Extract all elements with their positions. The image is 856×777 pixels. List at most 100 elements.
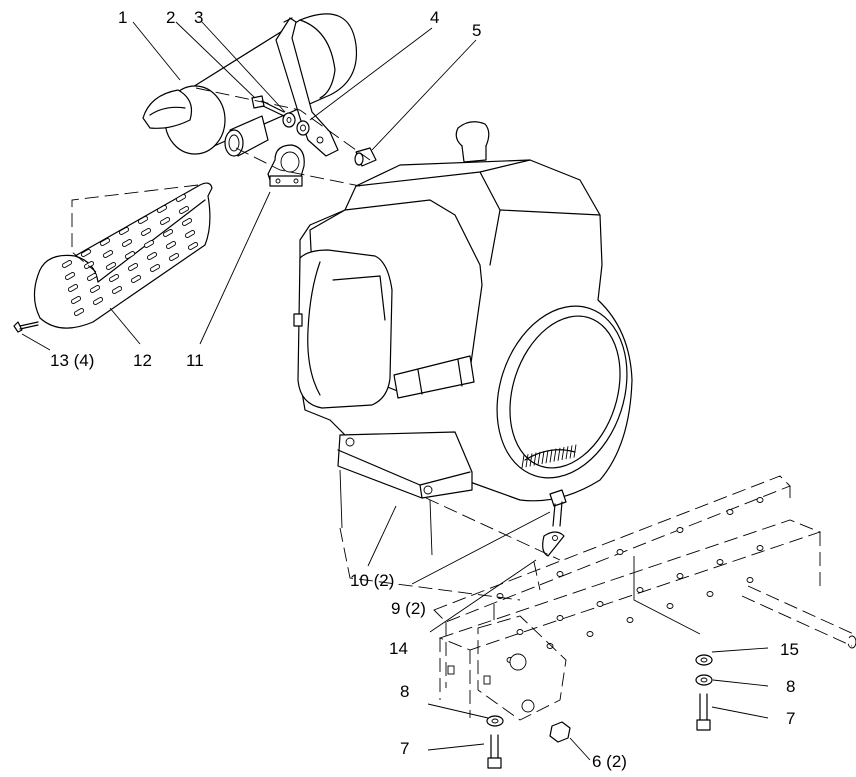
heat-shield-slot xyxy=(143,240,155,248)
bolt-9 xyxy=(549,489,567,527)
rail-hole xyxy=(586,631,594,637)
rail-hole xyxy=(546,643,554,649)
heat-shield-slot xyxy=(137,216,149,224)
alignment-lines xyxy=(71,87,701,635)
washer-8-right xyxy=(695,674,713,686)
callout-1: 1 xyxy=(118,8,127,27)
heat-shield-slot xyxy=(178,206,190,214)
callout-9: 9 (2) xyxy=(391,599,426,618)
callout-8-right: 8 xyxy=(786,677,795,696)
heat-shield-slot xyxy=(118,227,130,235)
heat-shield-slot xyxy=(162,229,174,237)
callout-12: 12 xyxy=(133,351,152,370)
flywheel-screen-tick xyxy=(525,454,529,468)
callout-labels: 1 2 3 4 5 11 12 13 (4) 10 (2) 9 (2) 14 1… xyxy=(50,8,799,771)
heat-shield-slot xyxy=(140,228,152,236)
rail-hole xyxy=(756,497,764,503)
rail-hole xyxy=(516,629,524,635)
callout-2: 2 xyxy=(166,8,175,27)
heat-shield-slot xyxy=(159,217,171,225)
rail-hole xyxy=(636,587,644,593)
bolt-7-right xyxy=(696,693,711,731)
callout-3: 3 xyxy=(194,8,203,27)
callout-8-left: 8 xyxy=(400,682,409,701)
heat-shield-slot xyxy=(108,274,120,282)
rear-axle xyxy=(741,585,856,649)
muffler-clamp xyxy=(267,144,305,187)
callout-7-left: 7 xyxy=(400,739,409,758)
callout-7-right: 7 xyxy=(786,709,795,728)
screw-13 xyxy=(13,321,39,333)
washer-15 xyxy=(695,654,713,666)
rail-hole xyxy=(676,573,684,579)
rail-hole xyxy=(756,545,764,551)
heat-shield-slot xyxy=(156,205,168,213)
callout-14: 14 xyxy=(389,639,408,658)
heat-shield-slot xyxy=(70,296,82,304)
flywheel-screen xyxy=(521,444,577,469)
heat-shield-slots xyxy=(61,194,199,316)
heat-shield-slot xyxy=(130,275,142,283)
heat-shield-slot xyxy=(168,253,180,261)
leader-lines xyxy=(21,21,769,761)
rail-hole xyxy=(596,601,604,607)
flywheel-screen-tick xyxy=(557,447,561,461)
heat-shield-slot xyxy=(127,263,139,271)
rail-hole xyxy=(676,527,684,533)
heat-shield-slot xyxy=(105,262,117,270)
heat-shield-slot xyxy=(175,194,187,202)
rail-hole xyxy=(746,577,754,583)
flywheel-screen-tick xyxy=(529,453,533,467)
heat-shield-slot xyxy=(121,239,133,247)
frame-rail-upper xyxy=(433,475,791,688)
flywheel-screen-tick xyxy=(549,449,553,463)
flywheel-screen-tick xyxy=(573,444,577,458)
flywheel-screen-tick xyxy=(565,446,569,460)
frame-rail-holes xyxy=(496,497,764,663)
heat-shield-slot xyxy=(86,273,98,281)
callout-15: 15 xyxy=(780,640,799,659)
washer-8-left xyxy=(486,715,504,727)
flywheel-screen-tick xyxy=(545,450,549,464)
bolt-7-left xyxy=(487,734,502,769)
flywheel-screen-tick xyxy=(521,454,525,469)
heat-shield-slot xyxy=(165,241,177,249)
rail-hole xyxy=(666,603,674,609)
heat-shield-slot xyxy=(67,284,79,292)
rail-hole xyxy=(626,617,634,623)
rail-hole xyxy=(726,509,734,515)
clip-14 xyxy=(542,531,565,557)
rail-hole xyxy=(716,559,724,565)
heat-shield-slot xyxy=(73,308,85,316)
rail-hole xyxy=(556,571,564,577)
heat-shield-slot xyxy=(149,264,161,272)
flywheel-screen-tick xyxy=(561,446,565,461)
callout-5: 5 xyxy=(472,21,481,40)
heat-shield-slot xyxy=(99,238,111,246)
exhaust-pipe xyxy=(224,115,269,157)
heat-shield-slot xyxy=(124,251,136,259)
frame-rail-main xyxy=(438,497,822,718)
heat-shield-slot xyxy=(92,297,104,305)
nut-6 xyxy=(549,721,571,743)
heat-shield-slot xyxy=(61,260,73,268)
rail-hole xyxy=(706,591,714,597)
flywheel-screen-tick xyxy=(533,452,537,466)
heat-shield-slot xyxy=(102,250,114,258)
heat-shield-slot xyxy=(187,242,199,250)
mounting-bracket-front xyxy=(447,615,567,721)
callout-11: 11 xyxy=(186,351,204,370)
flywheel-screen-tick xyxy=(569,445,573,459)
heat-shield xyxy=(33,182,213,329)
flywheel-screen-tick xyxy=(537,451,541,465)
heat-shield-slot xyxy=(111,286,123,294)
callout-4: 4 xyxy=(430,8,439,27)
flywheel-screen-tick xyxy=(553,448,557,462)
heat-shield-slot xyxy=(184,230,196,238)
washer-3 xyxy=(282,112,296,128)
heat-shield-slot xyxy=(181,218,193,226)
flywheel-screen-tick xyxy=(541,450,545,465)
muffler-body xyxy=(142,13,358,155)
